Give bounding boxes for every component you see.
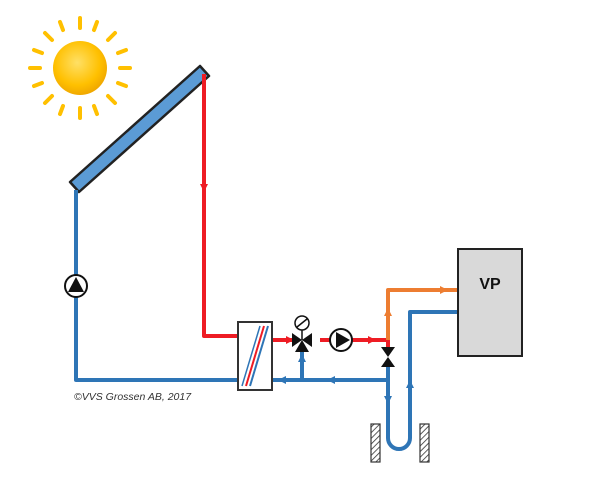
three-way-valve-icon (292, 315, 312, 352)
valve-icon (381, 347, 395, 367)
solar-hot-pipe (200, 74, 240, 338)
heat-pump-icon: VP (457, 248, 523, 357)
heat-pump-supply-pipe (384, 286, 458, 340)
borehole-loop-icon (370, 420, 430, 463)
solar-cold-pipe (74, 190, 240, 382)
heat-exchanger-icon (237, 321, 273, 391)
heat-pump-label: VP (479, 276, 501, 293)
copyright-text: ©VVS Grossen AB, 2017 (74, 391, 192, 403)
heat-pump-return-pipe (272, 310, 458, 420)
pump-icon (329, 328, 353, 352)
pump-icon (64, 274, 88, 298)
solar-panel-icon (68, 64, 211, 194)
sun-icon (28, 16, 132, 120)
